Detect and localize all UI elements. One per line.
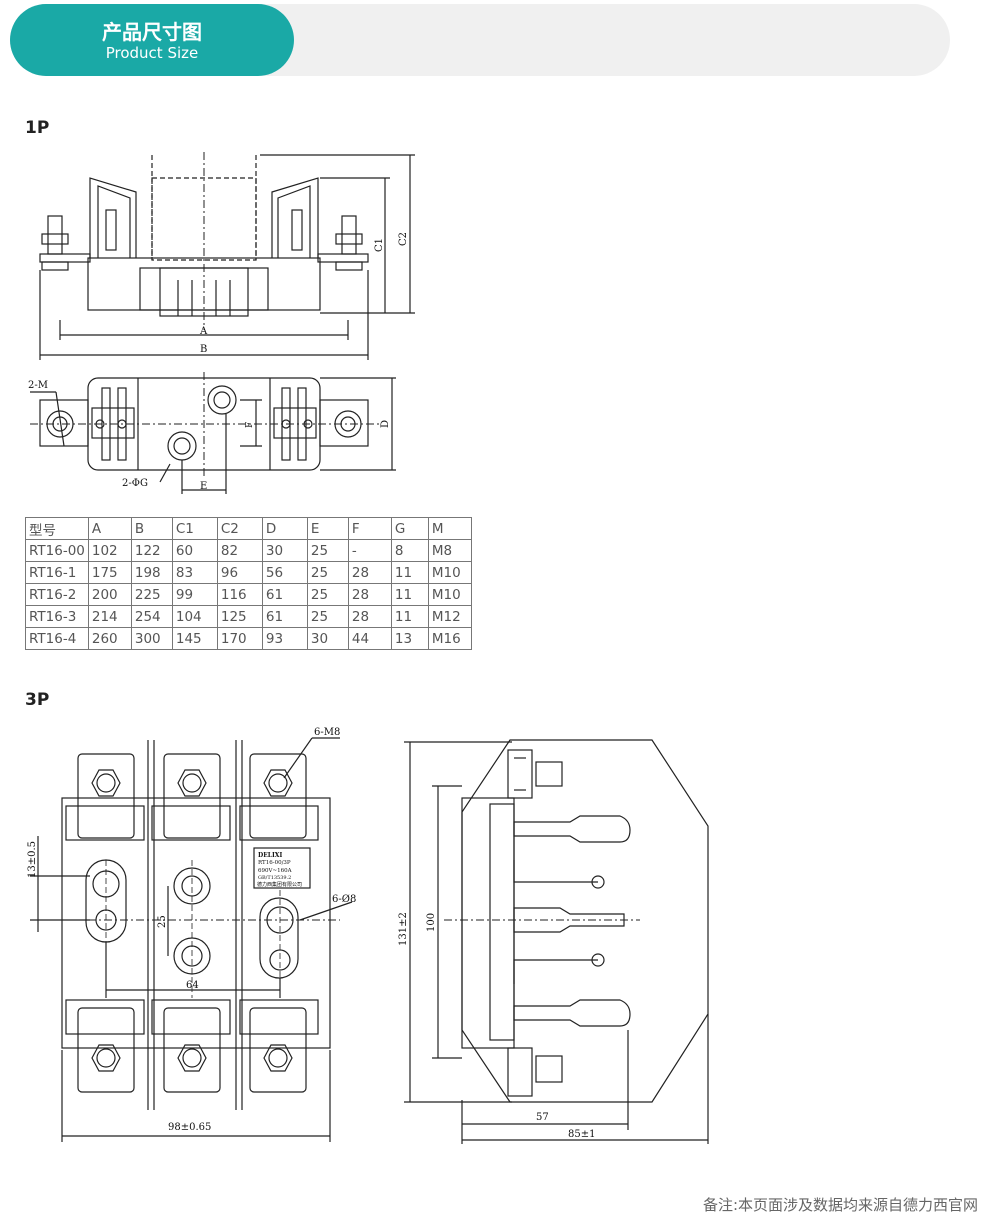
table-cell: RT16-4 — [25, 627, 89, 650]
nameplate-line: RT16-00/3P — [258, 860, 291, 866]
dim-label-98: 98±0.65 — [168, 1122, 211, 1133]
table-cell: 96 — [216, 561, 263, 584]
dim-label-131: 131±2 — [398, 912, 409, 946]
table-row: RT16-1 175 198 83 96 56 25 28 11 M10 — [25, 561, 472, 584]
dim-label-b: B — [200, 344, 207, 355]
title-zh: 产品尺寸图 — [102, 20, 202, 44]
table-cell: 25 — [306, 583, 349, 606]
title-en: Product Size — [105, 44, 199, 62]
table-cell: 104 — [171, 605, 218, 628]
table-cell: 260 — [87, 627, 132, 650]
table-row: RT16-4 260 300 145 170 93 30 44 13 M16 — [25, 627, 472, 650]
section-title-pill: 产品尺寸图 Product Size — [10, 4, 294, 76]
nameplate-line: 690V~160A — [258, 868, 293, 874]
spec-table: 型号 A B C1 C2 D E F G M RT16-00 102 122 6… — [25, 517, 472, 650]
nameplate-line: GB/T13539.2 — [258, 875, 291, 881]
dim-label-g: 2-ΦG — [122, 478, 148, 489]
footer-note: 备注:本页面涉及数据均来源自德力西官网 — [702, 1196, 978, 1214]
dim-label-e: E — [200, 481, 207, 492]
table-cell: 116 — [216, 583, 263, 606]
section-label-1p: 1P — [25, 118, 50, 138]
dim-label-d: D — [380, 420, 391, 428]
table-cell: M16 — [427, 627, 472, 650]
dim-label-c2: C2 — [398, 232, 409, 246]
dim-label-a: A — [199, 326, 208, 337]
table-cell: 198 — [130, 561, 173, 584]
dim-label-25: 25 — [157, 915, 168, 928]
table-cell: 30 — [306, 627, 349, 650]
dim-label-100: 100 — [426, 913, 437, 932]
table-cell: 44 — [347, 627, 392, 650]
section-label-3p: 3P — [25, 690, 50, 710]
dim-label-13: 13±0.5 — [27, 841, 38, 878]
table-cell: 83 — [171, 561, 218, 584]
dim-label-57: 57 — [536, 1112, 549, 1123]
nameplate-line: 德力西集团有限公司 — [257, 881, 302, 888]
table-cell: 125 — [216, 605, 263, 628]
table-cell: 11 — [390, 583, 429, 606]
table-row: RT16-00 102 122 60 82 30 25 - 8 M8 — [25, 539, 472, 562]
dim-label-f: F — [245, 422, 255, 428]
table-cell: RT16-2 — [25, 583, 89, 606]
dim-label-holes: 6-Ø8 — [332, 894, 356, 905]
table-cell: 30 — [261, 539, 308, 562]
table-row: RT16-2 200 225 99 116 61 25 28 11 M10 — [25, 583, 472, 606]
table-cell: 56 — [261, 561, 308, 584]
dim-label-c1: C1 — [374, 238, 385, 252]
table-cell: 200 — [87, 583, 132, 606]
table-cell: 170 — [216, 627, 263, 650]
table-cell: 28 — [347, 561, 392, 584]
dim-label-64: 64 — [186, 980, 199, 991]
dim-label-m: 2-M — [28, 380, 48, 391]
table-cell: M12 — [427, 605, 472, 628]
nameplate-line: DELIXI — [258, 852, 282, 859]
table-cell: RT16-00 — [25, 539, 89, 562]
table-cell: 300 — [130, 627, 173, 650]
dim-label-bolts: 6-M8 — [314, 727, 340, 738]
dim-label-85: 85±1 — [568, 1129, 595, 1140]
